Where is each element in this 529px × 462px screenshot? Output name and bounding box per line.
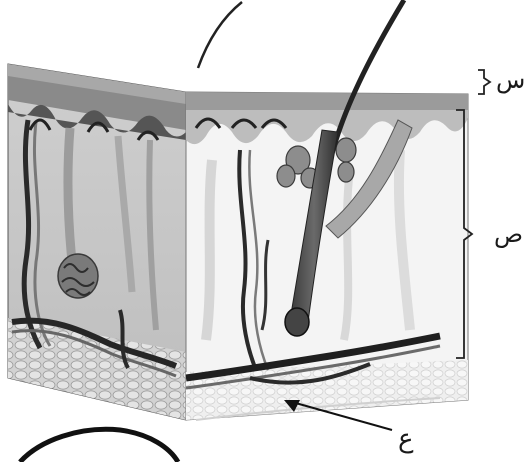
block-right-face	[186, 0, 468, 420]
label-dermis: ص	[494, 222, 523, 246]
label-epidermis: س	[496, 68, 525, 92]
circle-outline-top	[198, 2, 242, 68]
epidermis-bracket	[478, 70, 490, 94]
label-hypodermis: ع	[398, 426, 414, 452]
circle-outline-bottom	[20, 429, 178, 462]
block-left-face	[8, 64, 186, 420]
